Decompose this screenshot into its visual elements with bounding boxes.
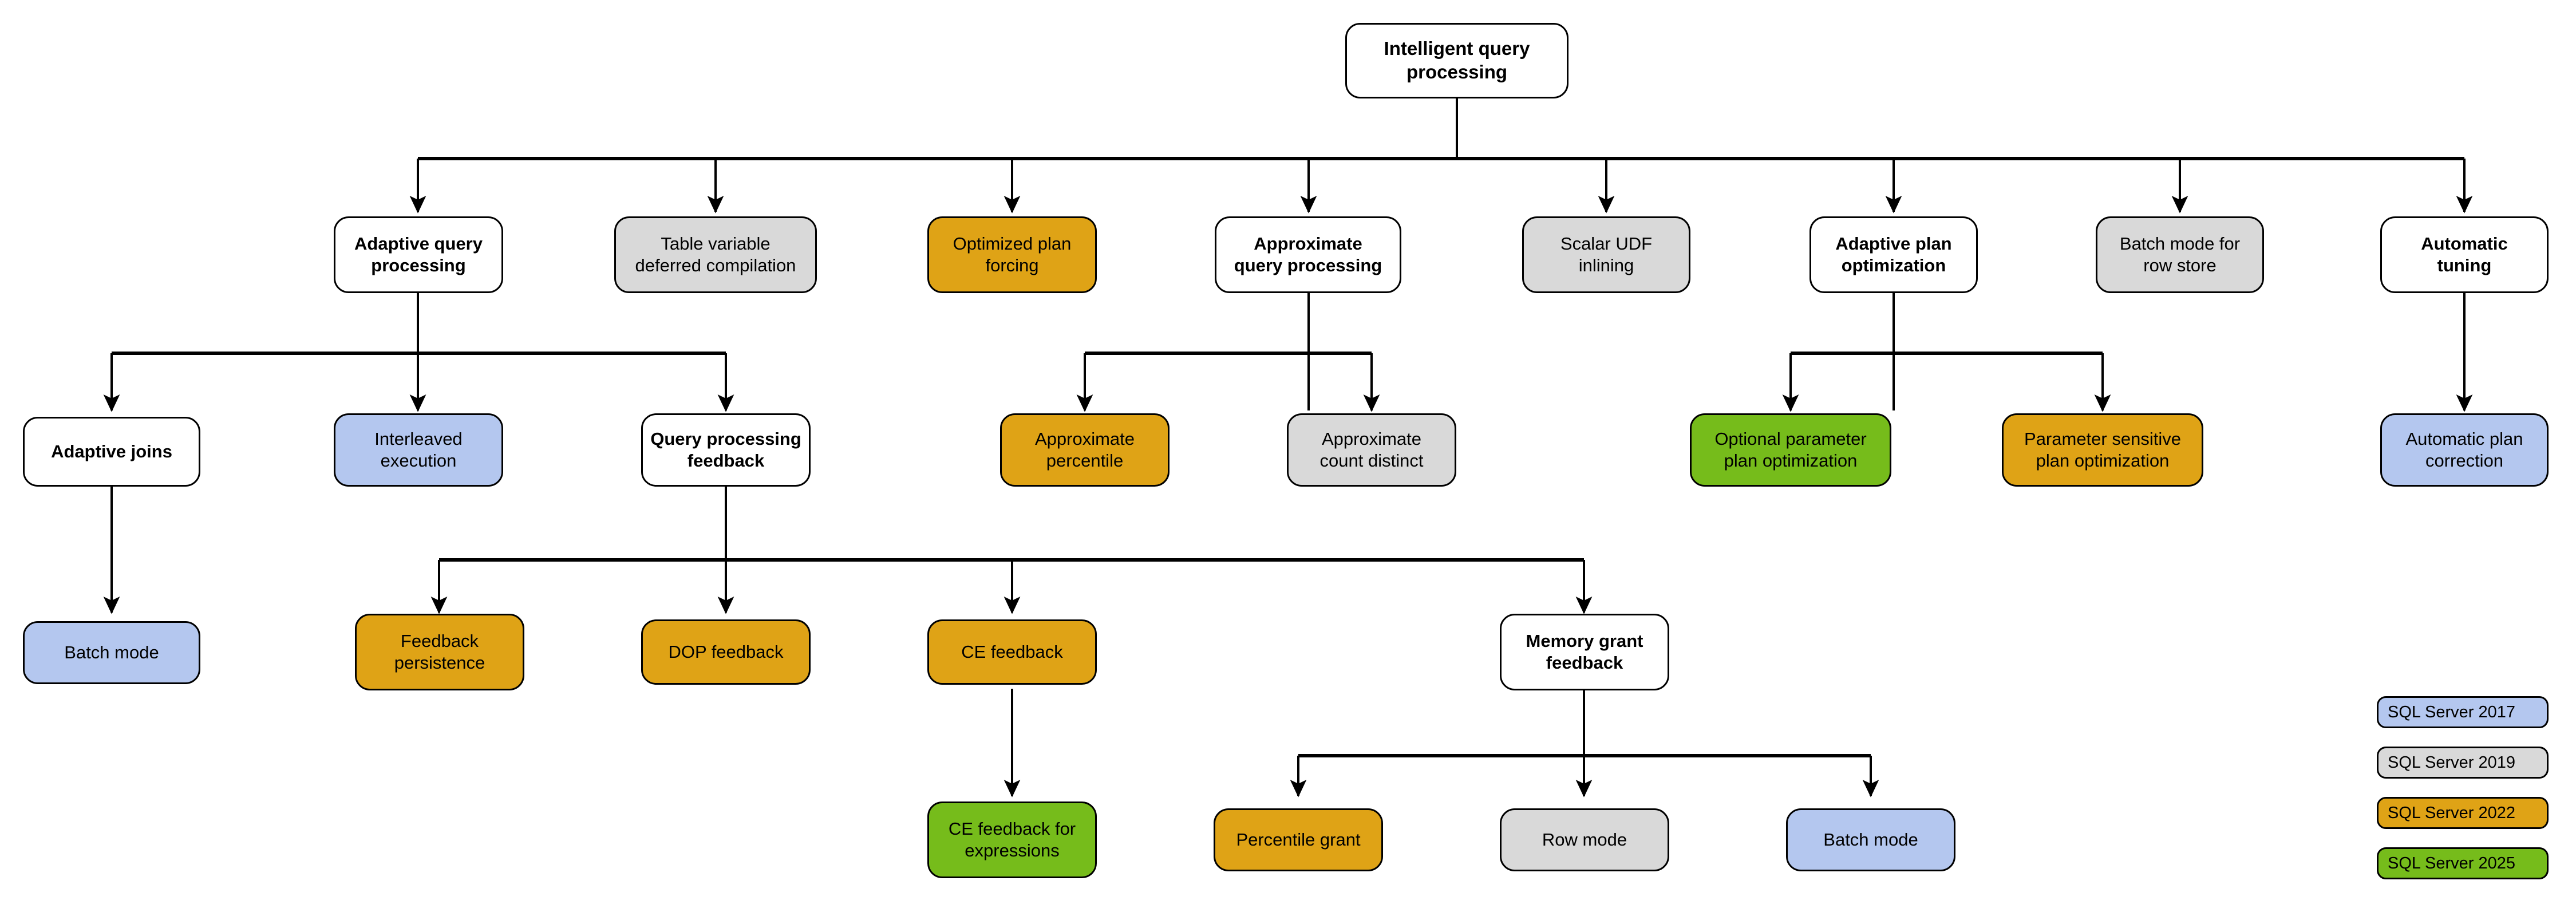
node-memory-grant-feedback[interactable]: Memory grant feedback bbox=[1500, 614, 1669, 690]
node-scalar-udf-inlining[interactable]: Scalar UDF inlining bbox=[1522, 216, 1690, 293]
node-percentile-grant[interactable]: Percentile grant bbox=[1214, 808, 1383, 871]
legend-item-sql-server-2022: SQL Server 2022 bbox=[2377, 797, 2549, 829]
node-row-mode[interactable]: Row mode bbox=[1500, 808, 1669, 871]
node-adaptive-joins[interactable]: Adaptive joins bbox=[23, 417, 200, 487]
node-approximate-count-distinct[interactable]: Approximate count distinct bbox=[1287, 413, 1456, 487]
node-adaptive-query-processing[interactable]: Adaptive query processing bbox=[334, 216, 503, 293]
node-automatic-plan-correction[interactable]: Automatic plan correction bbox=[2380, 413, 2549, 487]
node-automatic-tuning[interactable]: Automatic tuning bbox=[2380, 216, 2549, 293]
node-table-variable-deferred-compilation[interactable]: Table variable deferred compilation bbox=[614, 216, 817, 293]
legend-item-sql-server-2019: SQL Server 2019 bbox=[2377, 747, 2549, 779]
node-approximate-percentile[interactable]: Approximate percentile bbox=[1000, 413, 1170, 487]
node-intelligent-query-processing[interactable]: Intelligent query processing bbox=[1345, 23, 1568, 98]
node-optional-parameter-plan-optimization[interactable]: Optional parameter plan optimization bbox=[1690, 413, 1891, 487]
node-parameter-sensitive-plan-optimization[interactable]: Parameter sensitive plan optimization bbox=[2002, 413, 2203, 487]
node-adaptive-plan-optimization[interactable]: Adaptive plan optimization bbox=[1809, 216, 1978, 293]
node-batch-mode-adaptive-joins[interactable]: Batch mode bbox=[23, 621, 200, 684]
legend-item-sql-server-2025: SQL Server 2025 bbox=[2377, 847, 2549, 879]
node-optimized-plan-forcing[interactable]: Optimized plan forcing bbox=[927, 216, 1097, 293]
node-ce-feedback[interactable]: CE feedback bbox=[927, 619, 1097, 685]
node-ce-feedback-for-expressions[interactable]: CE feedback for expressions bbox=[927, 802, 1097, 878]
node-batch-mode-for-row-store[interactable]: Batch mode for row store bbox=[2096, 216, 2264, 293]
node-interleaved-execution[interactable]: Interleaved execution bbox=[334, 413, 503, 487]
node-batch-mode-memory-grant-feedback[interactable]: Batch mode bbox=[1786, 808, 1955, 871]
node-approximate-query-processing[interactable]: Approximate query processing bbox=[1215, 216, 1401, 293]
node-dop-feedback[interactable]: DOP feedback bbox=[641, 619, 811, 685]
legend-item-sql-server-2017: SQL Server 2017 bbox=[2377, 696, 2549, 728]
node-feedback-persistence[interactable]: Feedback persistence bbox=[355, 614, 524, 690]
node-query-processing-feedback[interactable]: Query processing feedback bbox=[641, 413, 811, 487]
